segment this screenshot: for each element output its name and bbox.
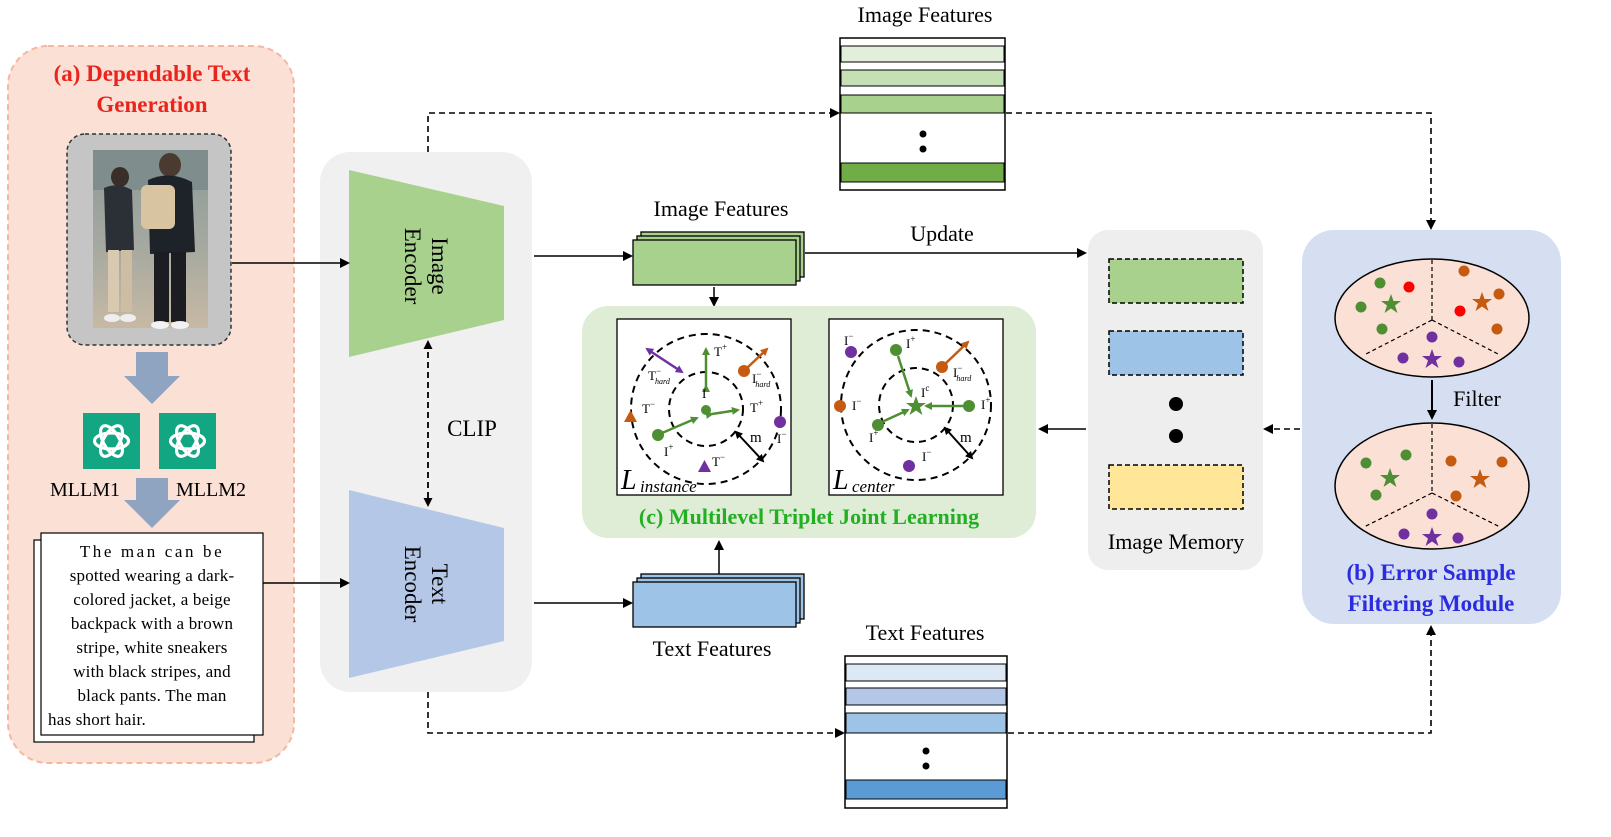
image-encoder-label-2: Encoder (400, 228, 425, 305)
clip-block: Image Encoder Text Encoder CLIP (320, 152, 532, 692)
svg-text:I−: I− (922, 447, 931, 464)
caption-line: with black stripes, and (73, 662, 231, 681)
pedestrian-photo (93, 150, 208, 329)
down-arrow-1 (124, 352, 180, 404)
down-arrow-2 (124, 478, 180, 528)
svg-text:I+: I+ (981, 395, 990, 412)
svg-text:I: I (702, 386, 706, 401)
mllm1-label: MLLM1 (50, 479, 120, 501)
panel-b-title-line1: (b) Error Sample (1346, 560, 1515, 585)
panel-a-title-line1: (a) Dependable Text (54, 61, 251, 86)
text-features-to-filter-arrow (1008, 625, 1436, 734)
text-features-bottom-label: Text Features (866, 620, 985, 645)
svg-text:I−: I− (777, 429, 786, 446)
caption-line: backpack with a brown (70, 614, 234, 633)
clip-label: CLIP (447, 416, 497, 441)
panel-b-title-line2: Filtering Module (1348, 591, 1515, 616)
text-encoder-label-2: Encoder (400, 546, 425, 623)
center-loss-sub: center (852, 477, 895, 496)
image-memory: Image Memory (1088, 230, 1263, 570)
image-features-mid: Image Features (632, 196, 805, 286)
text-encoder (349, 490, 504, 678)
image-features-mid-label: Image Features (654, 196, 789, 221)
svg-text:Ic: Ic (921, 383, 929, 400)
image-features-to-filter-arrow (1006, 112, 1436, 230)
svg-text:m: m (960, 430, 972, 446)
text-features-mid-label: Text Features (653, 636, 772, 661)
text-encoder-label-1: Text (427, 564, 452, 605)
svg-text:I−: I− (852, 396, 861, 413)
update-label: Update (910, 221, 974, 246)
caption-line: The man can be (79, 542, 225, 561)
caption-line: has short hair. (48, 710, 146, 729)
svg-text:I+: I+ (869, 428, 878, 445)
image-features-top: Image Features (839, 2, 1006, 191)
panel-a-title-line2: Generation (96, 92, 207, 117)
instance-loss-L: L (620, 465, 637, 496)
openai-logo-icon (159, 413, 216, 469)
panel-c: T+ I T+ T− T−hard I−hard I+ T− I− m L in… (582, 306, 1036, 538)
openai-logo-icon (83, 413, 140, 469)
filter-label: Filter (1453, 386, 1501, 411)
instance-loss-sub: instance (640, 477, 697, 496)
image-features-top-label: Image Features (858, 2, 993, 27)
center-loss-L: L (832, 465, 849, 496)
image-encoder (349, 170, 504, 357)
panel-b: Filter (b) Error Sample Filtering Module (1302, 230, 1561, 624)
caption-line: colored jacket, a beige (73, 590, 231, 609)
caption-line: stripe, white sneakers (76, 638, 228, 657)
caption-line: spotted wearing a dark- (69, 566, 235, 585)
caption-card (40, 532, 264, 736)
svg-text:I−: I− (844, 331, 853, 348)
image-encoder-label-1: Image (427, 237, 452, 294)
image-memory-label: Image Memory (1108, 529, 1244, 554)
generated-caption: The man can be spotted wearing a dark- c… (48, 540, 256, 732)
svg-text:I+: I+ (664, 442, 673, 459)
text-features-bottom: Text Features (844, 620, 1008, 809)
text-features-mid: Text Features (632, 573, 805, 661)
svg-text:m: m (750, 430, 762, 446)
caption-line: black pants. The man (77, 686, 227, 705)
panel-c-title: (c) Multilevel Triplet Joint Learning (639, 504, 979, 529)
to-image-features-top-arrow (427, 108, 840, 152)
mllm2-label: MLLM2 (176, 479, 246, 501)
svg-text:I+: I+ (906, 334, 915, 351)
panel-a: (a) Dependable Text Generation (7, 45, 295, 764)
to-text-features-bottom-arrow (427, 692, 845, 738)
